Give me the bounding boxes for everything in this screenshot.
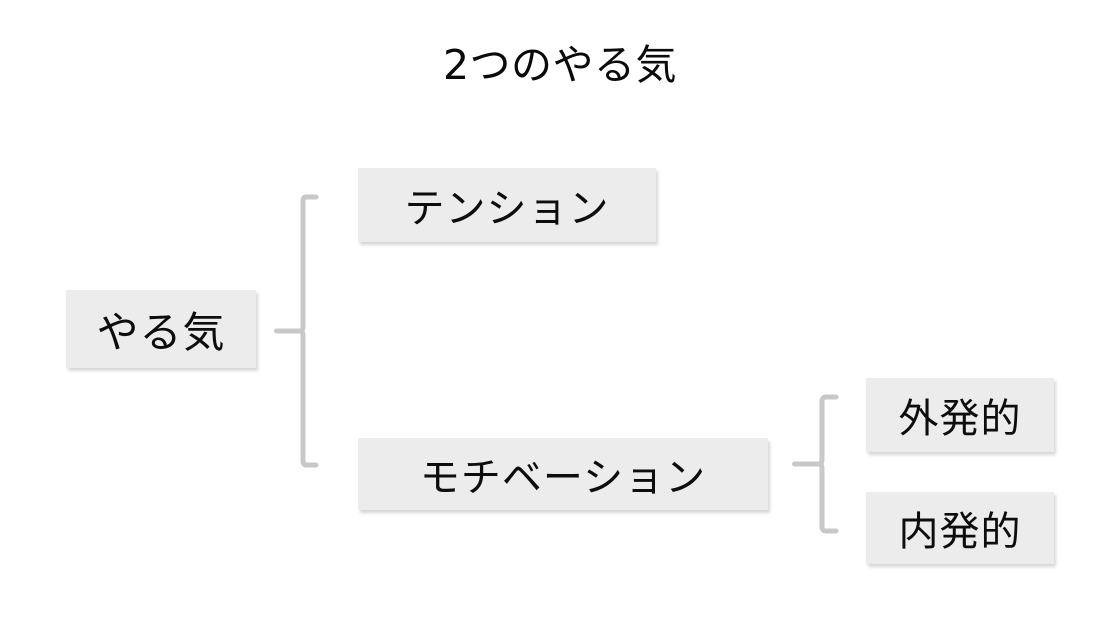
node-intrinsic[interactable]: 内発的 [866, 492, 1054, 564]
node-extrinsic[interactable]: 外発的 [866, 378, 1054, 452]
sub-bracket [788, 388, 848, 548]
node-motivation[interactable]: モチベーション [358, 438, 768, 510]
node-tension[interactable]: テンション [358, 168, 656, 242]
node-root-yaruki[interactable]: やる気 [66, 290, 256, 368]
main-bracket [268, 186, 328, 486]
page-title: 2つのやる気 [442, 41, 678, 89]
